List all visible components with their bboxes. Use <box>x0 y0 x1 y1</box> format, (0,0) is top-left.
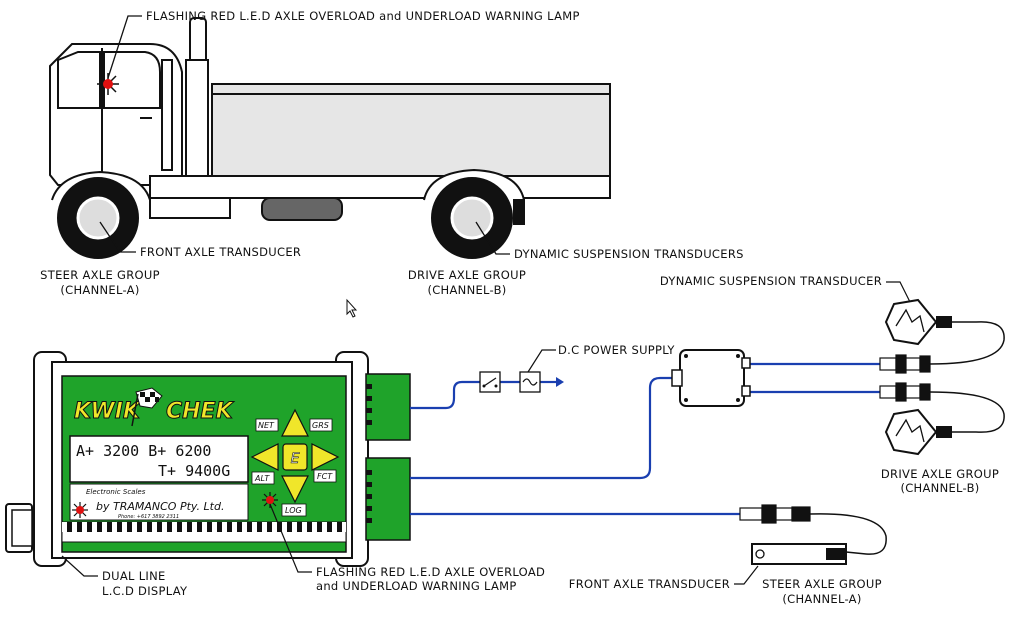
label-steer-group-bottom-1: STEER AXLE GROUP <box>762 577 882 591</box>
bnc-connector-top <box>879 354 931 374</box>
lcd-line-2: T+ 9400G <box>158 462 230 480</box>
logo-chek: CHEK <box>166 399 235 424</box>
label-net: NET <box>258 421 275 430</box>
top-leaders <box>99 15 510 255</box>
maker-panel <box>69 483 249 521</box>
device-connectors <box>365 373 411 541</box>
rear-hub <box>450 196 494 240</box>
suspension-transducer-top <box>884 298 952 346</box>
truck-body <box>211 83 611 177</box>
cables <box>410 362 880 516</box>
lcd-line-1: A+ 3200 B+ 6200 <box>76 442 211 460</box>
checkered-flag-icon <box>131 387 163 427</box>
checker-strip <box>61 521 347 543</box>
truck-illustration <box>49 17 611 259</box>
suspension-loop-top <box>929 321 1005 365</box>
chassis-rail <box>149 175 611 199</box>
front-hub <box>76 196 120 240</box>
device-led-icon <box>72 502 88 518</box>
leader-front-transducer-bottom <box>734 565 759 585</box>
power-cable <box>410 380 480 410</box>
bnc-connector-bottom <box>879 382 931 402</box>
grs-label-box <box>309 418 333 432</box>
exhaust-pipe <box>185 59 209 181</box>
label-fct: FCT <box>317 472 333 481</box>
leader-warning-lamp-top <box>107 15 142 79</box>
label-drive-group-top-1: DRIVE AXLE GROUP <box>408 268 526 282</box>
label-steer-group-top-1: STEER AXLE GROUP <box>40 268 160 282</box>
label-front-axle-transducer-top: FRONT AXLE TRANSDUCER <box>140 245 301 259</box>
cab-corner-post <box>161 59 173 171</box>
label-warning-lamp-bottom-2: and UNDERLOAD WARNING LAMP <box>316 579 517 593</box>
power-arrow-icon <box>556 377 564 387</box>
label-front-axle-transducer-bottom: FRONT AXLE TRANSDUCER <box>569 577 730 591</box>
fuel-tank <box>261 197 343 221</box>
up-arrow-button[interactable] <box>281 408 309 437</box>
suspension-transducer-bottom <box>884 408 952 456</box>
label-dual-line-2: L.C.D DISPLAY <box>102 584 188 598</box>
front-transducer-bar <box>751 543 847 565</box>
right-arrow-button[interactable] <box>311 443 340 471</box>
fct-label-box <box>313 469 337 483</box>
leader-dynamic-transducers <box>475 221 510 255</box>
junction-box <box>671 349 751 407</box>
label-steer-group-top-2: (CHANNEL-A) <box>60 283 139 297</box>
label-dynamic-suspension-transducer: DYNAMIC SUSPENSION TRANSDUCER <box>660 274 882 288</box>
keypad: E NET GRS ALT FCT LOG <box>250 408 340 517</box>
lcd-display <box>69 435 249 483</box>
enter-button[interactable] <box>282 443 308 471</box>
leader-front-transducer-top <box>99 221 136 253</box>
label-steer-group-bottom-2: (CHANNEL-A) <box>782 592 861 606</box>
leader-warning-lamp-bottom <box>269 503 312 573</box>
front-transducer-connector <box>739 504 811 524</box>
suspension-loop-bottom <box>929 391 1005 433</box>
label-warning-lamp-top: FLASHING RED L.E.D AXLE OVERLOAD and UND… <box>146 9 580 23</box>
left-arrow-button[interactable] <box>250 443 279 471</box>
mouse-cursor-icon <box>346 298 358 318</box>
maker-subtitle: Electronic Scales <box>86 488 146 496</box>
mudflap <box>513 199 525 225</box>
fuse-icon <box>519 371 541 393</box>
label-drive-group-bottom-1: DRIVE AXLE GROUP <box>881 467 999 481</box>
connector-top <box>365 373 411 441</box>
label-warning-lamp-bottom-1: FLASHING RED L.E.D AXLE OVERLOAD <box>316 565 545 579</box>
leader-dynamic-suspension <box>886 281 911 303</box>
switch-icon <box>479 371 501 393</box>
kwik-chek-device: KWIK CHEK A+ 3200 B+ 6200 T+ 9400G Elect… <box>5 351 411 567</box>
label-dc-power-supply: D.C POWER SUPPLY <box>558 343 675 357</box>
label-log: LOG <box>285 506 302 515</box>
device-connector-inner <box>11 509 33 547</box>
chassis-step <box>149 197 231 219</box>
keypad-led-icon <box>262 492 278 508</box>
leader-dc-power <box>527 349 556 373</box>
label-dual-line-1: DUAL LINE <box>102 569 166 583</box>
alt-label-box <box>251 471 275 485</box>
connector-bottom <box>365 457 411 541</box>
log-label-box <box>281 503 307 517</box>
label-drive-group-top-2: (CHANNEL-B) <box>427 283 506 297</box>
net-label-box <box>255 418 279 432</box>
label-drive-group-bottom-2: (CHANNEL-B) <box>900 481 979 495</box>
cab-door-window <box>103 51 161 109</box>
leader-dual-line <box>61 555 98 577</box>
logo-kwik: KWIK <box>74 399 142 424</box>
maker-name: by TRAMANCO Pty. Ltd. <box>96 500 224 513</box>
front-transducer-loop <box>809 513 887 555</box>
label-grs: GRS <box>312 421 329 430</box>
down-arrow-button[interactable] <box>281 475 309 504</box>
channel-b-cable <box>410 376 680 480</box>
cab-window <box>57 51 101 109</box>
enter-button-label: E <box>291 451 300 467</box>
label-dynamic-suspension-transducers: DYNAMIC SUSPENSION TRANSDUCERS <box>514 247 744 261</box>
maker-phone: Phone: +617 3892 2311 <box>118 514 179 520</box>
label-alt: ALT <box>254 474 270 483</box>
